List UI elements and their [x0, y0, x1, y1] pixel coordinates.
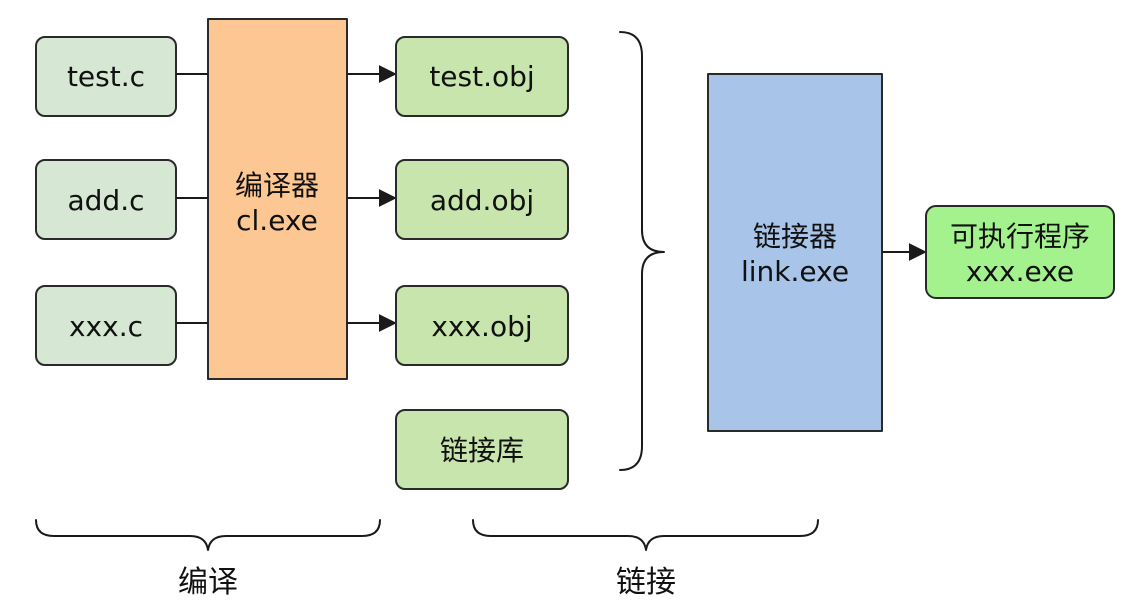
compile-stage-label: 编译 — [178, 565, 238, 600]
object-label: add.obj — [430, 184, 534, 217]
linker-exe: link.exe — [741, 255, 849, 288]
output-exe: xxx.exe — [966, 255, 1074, 288]
library-label: 链接库 — [440, 434, 524, 467]
linker-block: 链接器 link.exe — [707, 73, 883, 432]
object-label: test.obj — [429, 60, 534, 93]
object-file-test-obj: test.obj — [395, 36, 569, 117]
object-file-xxx-obj: xxx.obj — [395, 285, 569, 366]
output-box — [925, 205, 1115, 299]
source-label: xxx.c — [69, 310, 143, 343]
output-executable: 可执行程序 xxx.exe — [925, 205, 1115, 299]
link-stage-brace — [472, 519, 819, 551]
compiler-name: 编译器 — [235, 169, 319, 202]
object-box — [395, 285, 569, 366]
linker-input-brace — [619, 31, 665, 471]
source-label: test.c — [67, 60, 145, 93]
link-stage-label: 链接 — [616, 565, 676, 600]
source-box — [35, 159, 177, 240]
source-box — [35, 36, 177, 117]
object-box — [395, 36, 569, 117]
output-name: 可执行程序 — [950, 220, 1090, 253]
source-file-xxx-c: xxx.c — [35, 285, 177, 366]
linker-name: 链接器 — [753, 220, 837, 253]
linker-box — [707, 73, 883, 432]
link-library: 链接库 — [395, 409, 569, 490]
object-label: xxx.obj — [431, 310, 532, 343]
object-file-add-obj: add.obj — [395, 159, 569, 240]
source-box — [35, 285, 177, 366]
source-file-add-c: add.c — [35, 159, 177, 240]
object-box — [395, 159, 569, 240]
compile-stage-brace — [35, 519, 381, 551]
compiler-block: 编译器 cl.exe — [207, 18, 348, 380]
compiler-exe: cl.exe — [236, 204, 318, 237]
source-file-test-c: test.c — [35, 36, 177, 117]
library-box — [395, 409, 569, 490]
source-label: add.c — [68, 184, 145, 217]
